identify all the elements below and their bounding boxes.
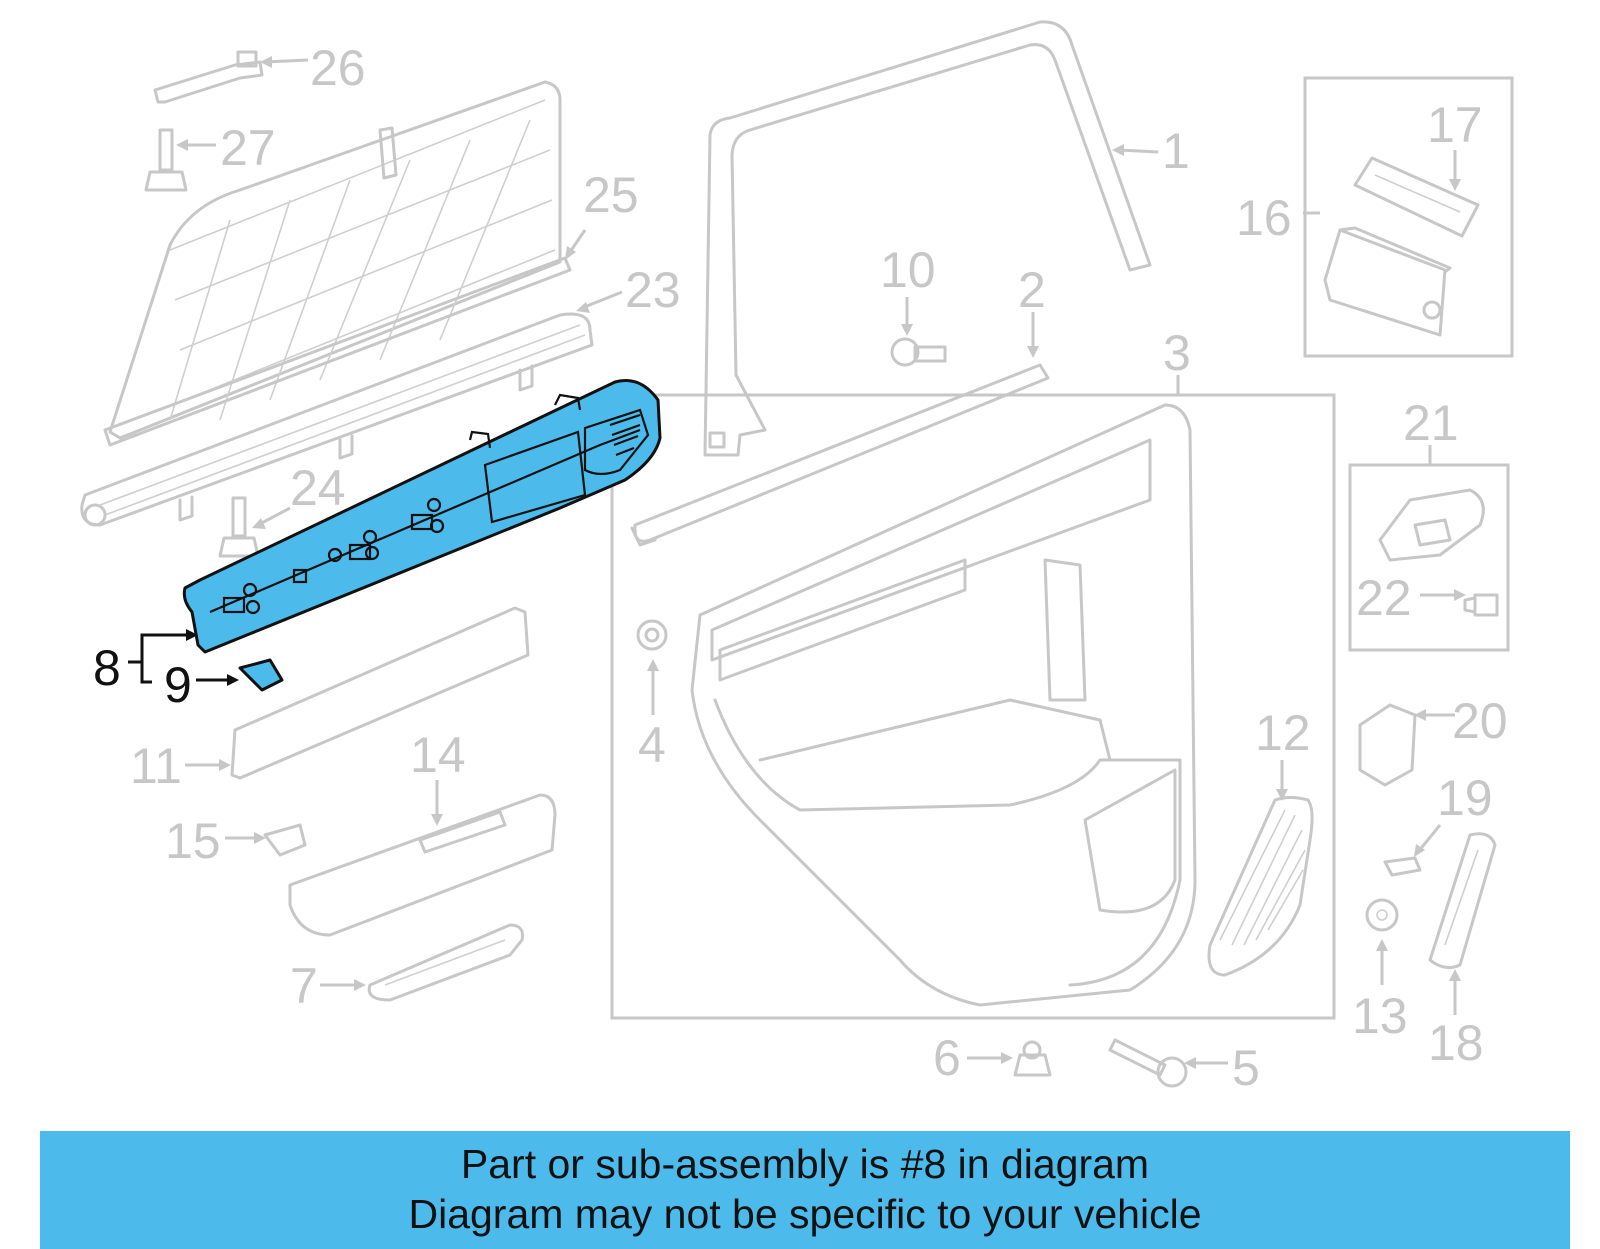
part-13-speaker xyxy=(1365,898,1399,932)
part-5-bolt xyxy=(1108,1038,1188,1088)
callout-5: 5 xyxy=(1232,1040,1260,1096)
callout-14: 14 xyxy=(410,727,466,783)
callout-13: 13 xyxy=(1352,988,1408,1044)
part-12-speaker-grille xyxy=(1207,796,1314,977)
callout-11: 11 xyxy=(130,738,182,794)
callout-19: 19 xyxy=(1437,770,1493,826)
part-18-trim xyxy=(1428,832,1497,970)
part-16-box xyxy=(1303,76,1514,358)
callout-4: 4 xyxy=(638,717,666,773)
part-26-clip xyxy=(153,50,264,104)
part-7-pull-cup xyxy=(367,923,524,1002)
part-3-box xyxy=(610,393,1336,1020)
part-23-rail xyxy=(80,312,594,527)
callout-7: 7 xyxy=(290,958,318,1014)
part-16-switch-module xyxy=(1323,226,1452,337)
callout-24: 24 xyxy=(290,460,346,516)
info-banner: Part or sub-assembly is #8 in diagram Di… xyxy=(40,1131,1570,1249)
part-15-clip xyxy=(263,823,307,857)
callout-23: 23 xyxy=(625,262,681,318)
callout-15: 15 xyxy=(165,813,221,869)
callout-2: 2 xyxy=(1018,262,1046,318)
part-1-frame-seal xyxy=(703,20,1152,457)
part-27-bolt xyxy=(144,128,188,192)
part-20-switch xyxy=(1358,703,1417,787)
callout-6: 6 xyxy=(933,1030,961,1086)
part-21-lamp xyxy=(1378,488,1485,562)
banner-line-2: Diagram may not be specific to your vehi… xyxy=(408,1191,1202,1237)
part-8-highlighted-bezel xyxy=(182,379,662,654)
callout-1: 1 xyxy=(1162,123,1190,179)
part-10-screw xyxy=(890,337,947,367)
part-9-highlighted-clip xyxy=(238,658,284,692)
callout-26: 26 xyxy=(310,40,366,96)
banner-line-1: Part or sub-assembly is #8 in diagram xyxy=(460,1141,1150,1187)
callout-3: 3 xyxy=(1163,325,1191,381)
callout-25: 25 xyxy=(583,167,639,223)
callout-21: 21 xyxy=(1403,395,1459,451)
callout-27: 27 xyxy=(220,120,276,176)
part-14-armrest xyxy=(288,793,557,937)
part-11-trim-strip xyxy=(230,606,530,780)
part-22-bulb xyxy=(1463,593,1499,617)
callout-10: 10 xyxy=(880,242,936,298)
part-6-pin xyxy=(1013,1040,1052,1077)
part-19-clip xyxy=(1383,856,1422,877)
callout-18: 18 xyxy=(1428,1015,1484,1071)
part-25-sunshade xyxy=(103,80,572,447)
part-4-pushpin xyxy=(636,619,668,651)
callout-9: 9 xyxy=(164,657,192,713)
callout-8: 8 xyxy=(93,640,121,696)
highlight-leaders xyxy=(128,629,239,686)
callout-22: 22 xyxy=(1356,570,1412,626)
leader-lines xyxy=(176,56,1466,1069)
part-2-belt-molding xyxy=(630,363,1050,547)
callout-17: 17 xyxy=(1427,97,1483,153)
callout-12: 12 xyxy=(1255,705,1311,761)
callout-20: 20 xyxy=(1452,693,1508,749)
part-3-door-trim-panel xyxy=(690,403,1197,1007)
callout-16: 16 xyxy=(1236,190,1292,246)
part-17-bezel xyxy=(1353,156,1480,238)
part-24-bolt xyxy=(218,496,260,558)
